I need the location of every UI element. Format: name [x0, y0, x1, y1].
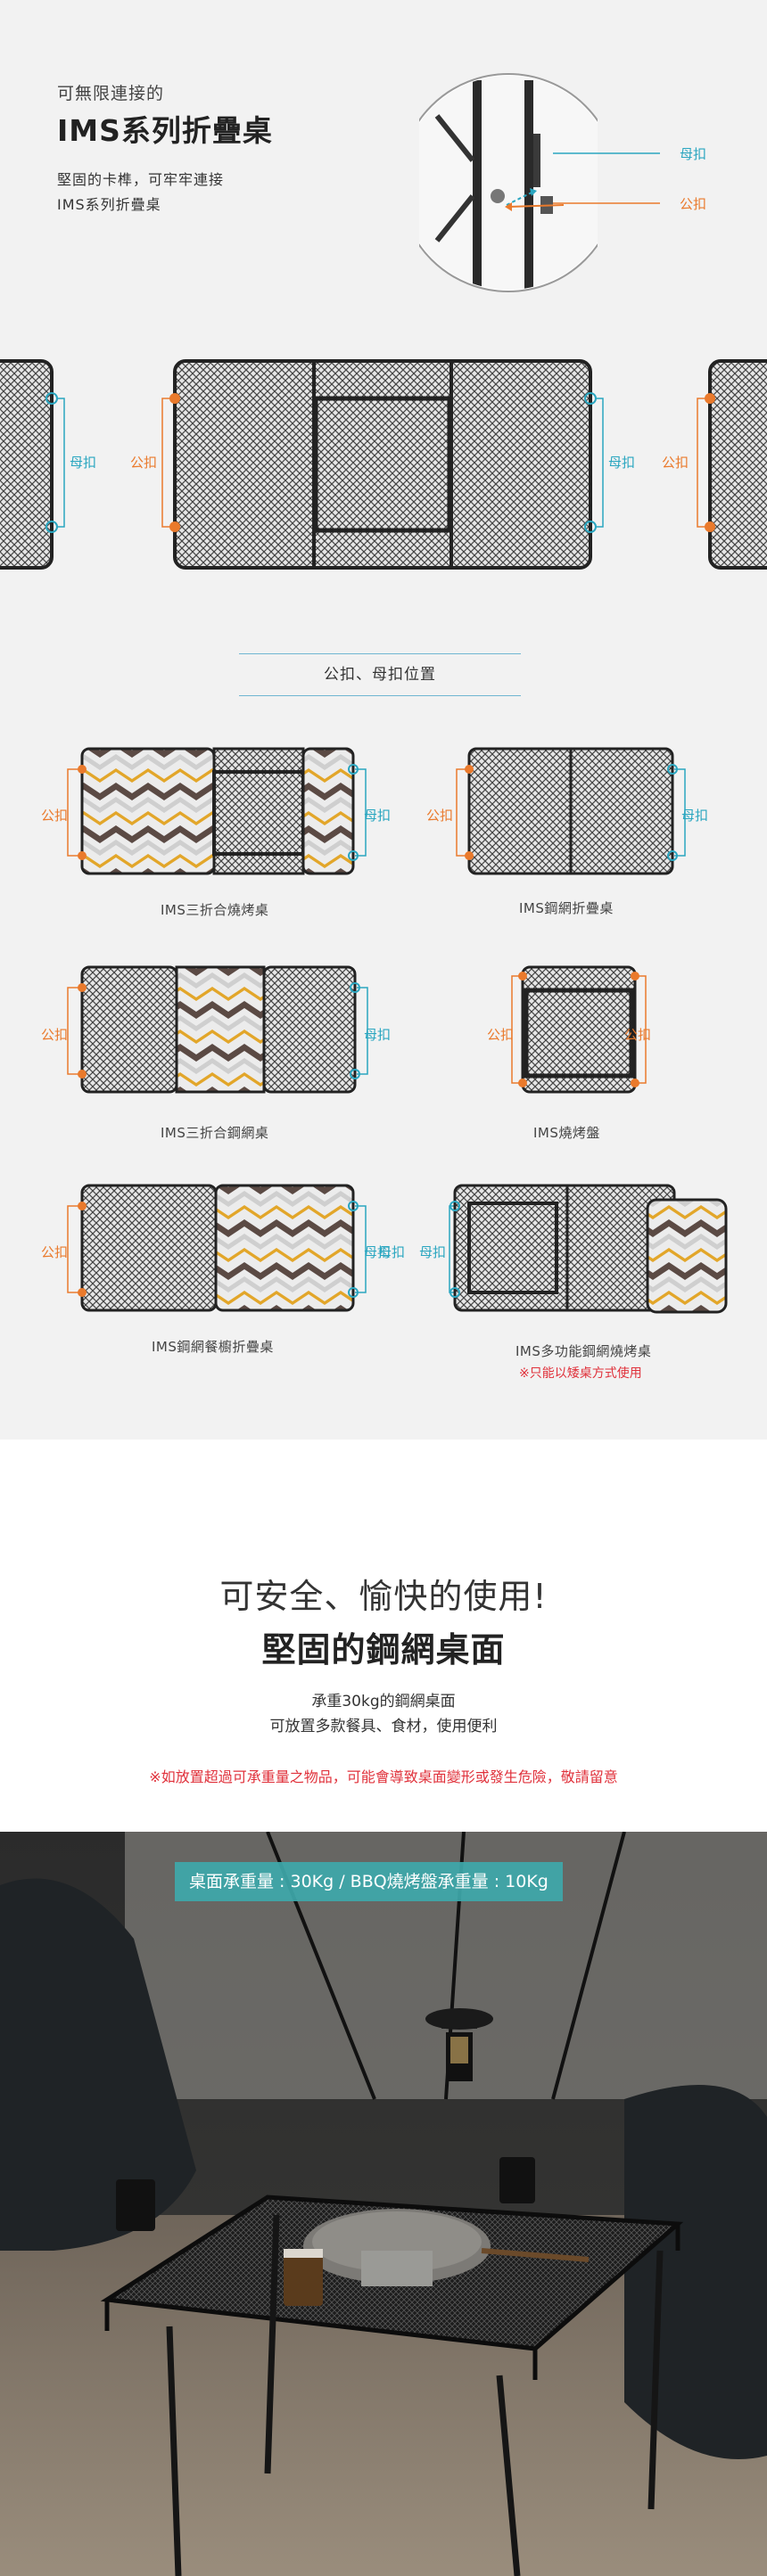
safety-body-line: 可放置多款餐具、食材，使用便利: [269, 1718, 498, 1735]
intro-subtitle: 可無限連接的: [57, 84, 165, 103]
zoom-female-label: 母扣: [680, 146, 707, 162]
product-1-male-label: 公扣: [41, 808, 69, 824]
table-chain-illustration: [0, 359, 767, 570]
chain-male-label-1: 公扣: [130, 455, 158, 471]
product-diagram-3: [67, 965, 368, 1094]
chain-male-label-2: 公扣: [662, 455, 689, 471]
product-diagram-4: [511, 965, 647, 1094]
product-6-name: IMS多功能鋼網燒烤桌: [515, 1343, 652, 1359]
product-diagram-6: [449, 1184, 728, 1314]
product-3-name: IMS三折合鋼網桌: [161, 1125, 269, 1141]
connector-zoom-illustration: [419, 73, 598, 292]
product-2-female-label: 母扣: [681, 808, 709, 824]
product-5-name: IMS鋼網餐櫥折疊桌: [152, 1339, 274, 1355]
product-5-female-label: 母扣: [364, 1244, 392, 1260]
product-1-female-label: 母扣: [364, 808, 392, 824]
safety-body-line: 承重30kg的鋼網桌面: [311, 1693, 456, 1710]
product-4-male-label-right: 公扣: [624, 1027, 652, 1043]
product-4-male-label-left: 公扣: [487, 1027, 515, 1043]
safety-warning: ※如放置超過可承重量之物品，可能會導致桌面變形或發生危險，敬請留意: [149, 1768, 618, 1785]
safety-body: 承重30kg的鋼網桌面 可放置多款餐具、食材，使用便利: [0, 1689, 767, 1739]
product-6-female-label-right: 母扣: [419, 1244, 447, 1260]
product-3-male-label: 公扣: [41, 1027, 69, 1043]
product-2-male-label: 公扣: [426, 808, 454, 824]
product-2-name: IMS鋼網折疊桌: [519, 900, 614, 916]
safety-heading-line2: 堅固的鋼網桌面: [261, 1630, 506, 1669]
safety-heading-line1: 可安全、愉快的使用!: [219, 1577, 548, 1616]
intro-desc-line: 堅固的卡榫，可牢牢連接: [57, 171, 225, 188]
safety-section: 可安全、愉快的使用! 堅固的鋼網桌面 承重30kg的鋼網桌面 可放置多款餐具、食…: [0, 1440, 767, 1832]
intro-title: IMS系列折疊桌: [57, 113, 273, 148]
product-diagram-2: [456, 747, 686, 875]
product-diagram-5: [67, 1184, 367, 1312]
chain-female-label-1: 母扣: [70, 455, 97, 471]
intro-desc-line: IMS系列折疊桌: [57, 196, 161, 213]
product-1-name: IMS三折合燒烤桌: [161, 902, 269, 918]
zoom-male-label: 公扣: [680, 196, 707, 212]
chain-female-label-2: 母扣: [608, 455, 636, 471]
product-photo: 桌面承重量 : 30Kg / BBQ燒烤盤承重量 : 10Kg: [0, 1832, 767, 2576]
zoom-leader-lines: [553, 152, 660, 204]
camping-scene: [0, 1832, 767, 2576]
positions-title: 公扣、母扣位置: [239, 653, 521, 696]
intro-description: 堅固的卡榫，可牢牢連接 IMS系列折疊桌: [57, 168, 224, 217]
product-5-male-label: 公扣: [41, 1244, 69, 1260]
connection-section: 可無限連接的 IMS系列折疊桌 堅固的卡榫，可牢牢連接 IMS系列折疊桌 母扣 …: [0, 0, 767, 1440]
product-6-female-label-left: 母扣: [378, 1244, 406, 1260]
product-6-note: ※只能以矮桌方式使用: [519, 1366, 642, 1381]
product-4-name: IMS燒烤盤: [533, 1125, 600, 1141]
product-diagram-1: [67, 747, 367, 875]
load-capacity-badge: 桌面承重量 : 30Kg / BBQ燒烤盤承重量 : 10Kg: [175, 1862, 563, 1901]
product-3-female-label: 母扣: [364, 1027, 392, 1043]
